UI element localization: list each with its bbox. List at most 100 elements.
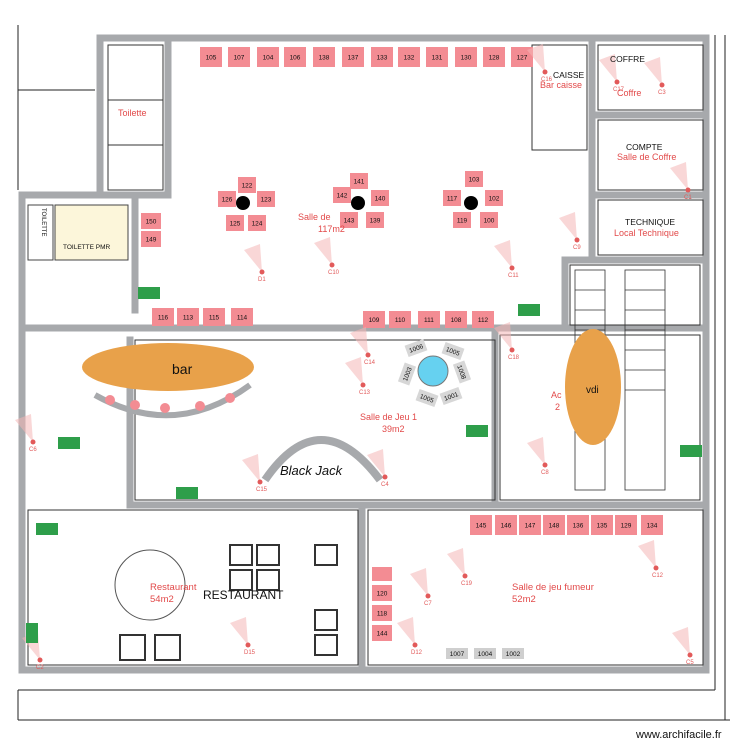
machine-number: 117 — [447, 196, 458, 203]
machine-number: 137 — [348, 55, 359, 62]
camera-icon: D15 — [230, 617, 256, 656]
label-area-52: 52m2 — [512, 594, 536, 605]
slot-machine: 126 — [218, 191, 236, 207]
machine-number: 128 — [489, 55, 500, 62]
slot-machine: 113 — [177, 308, 199, 326]
slot-machine: 105 — [200, 47, 222, 67]
camera-icon: D1 — [244, 244, 266, 283]
slot-machine: 116 — [152, 308, 174, 326]
exit-signs — [26, 287, 702, 643]
slot-machine: 1006 — [404, 338, 428, 358]
camera-icon: C18 — [494, 322, 520, 361]
machine-number: 104 — [263, 55, 274, 62]
slot-machine: 142 — [333, 187, 351, 203]
camera-label: C3 — [658, 90, 666, 96]
machine-number: 115 — [209, 315, 220, 322]
camera-icon: C12 — [638, 540, 664, 579]
slot-machine: 111 — [418, 311, 440, 328]
machine-number: 108 — [451, 317, 462, 324]
label-compte: COMPTE — [626, 142, 663, 152]
machine-number: 138 — [319, 55, 330, 62]
slot-machine: 1005 — [441, 341, 465, 361]
machine-number: 102 — [489, 196, 500, 203]
bar-counter — [82, 343, 254, 391]
camera-label: C11 — [508, 273, 519, 279]
slot-machine: 128 — [483, 47, 505, 67]
restaurant-round-table — [114, 549, 186, 621]
camera-label: C2 — [36, 665, 44, 671]
machine-number: 139 — [370, 218, 381, 225]
label-bar: bar — [172, 361, 193, 377]
machine-number: 106 — [290, 55, 301, 62]
cluster-mid-center — [351, 196, 365, 210]
slot-machine: 135 — [591, 515, 613, 535]
label-restaurant-red: Restaurant — [150, 582, 197, 593]
label-salle-fumeur: Salle de jeu fumeur — [512, 582, 594, 593]
machine-number: 1008 — [455, 364, 467, 380]
machine-number: 146 — [501, 523, 512, 530]
camera-icon: C8 — [527, 437, 549, 476]
label-vdi: vdi — [586, 385, 599, 396]
exit-sign-icon — [466, 425, 488, 437]
restaurant-tables — [119, 544, 338, 661]
slot-machine: 139 — [366, 212, 384, 228]
label-area-117: 117m2 — [318, 224, 345, 234]
camera-label: C12 — [652, 573, 664, 579]
slot-machine: 1003 — [397, 362, 417, 386]
label-area-2: 2 — [555, 402, 560, 412]
camera-label: D12 — [411, 650, 423, 656]
slot-machine: 138 — [313, 47, 335, 67]
machine-number: 134 — [647, 523, 658, 530]
camera-label: C8 — [541, 470, 549, 476]
label-coffre: COFFRE — [610, 54, 645, 64]
bar-stools — [105, 393, 235, 413]
machine-number: 1005 — [445, 346, 461, 358]
slot-machine: 1002 — [502, 648, 524, 659]
camera-label: C1 — [684, 195, 692, 201]
slot-machine: 149 — [141, 231, 161, 247]
slot-machine: 124 — [248, 215, 266, 231]
toilette-room — [27, 204, 54, 261]
camera-label: D15 — [244, 650, 256, 656]
camera-icon: C5 — [672, 627, 694, 666]
camera-icon: C19 — [447, 548, 473, 587]
machine-number: 116 — [158, 315, 169, 322]
slot-machine: 109 — [363, 311, 385, 328]
label-salle-jeu-1: Salle de Jeu 1 — [360, 412, 417, 422]
slot-machine: 146 — [495, 515, 517, 535]
camera-label: C4 — [381, 482, 389, 488]
camera-label: C17 — [613, 87, 625, 93]
slot-machine: 118 — [372, 605, 392, 621]
label-caisse: CAISSE — [553, 70, 585, 80]
machine-number: 149 — [146, 237, 157, 244]
slot-machine: 123 — [257, 191, 275, 207]
slot-machine: 134 — [641, 515, 663, 535]
slot-machine: 119 — [453, 212, 471, 228]
machine-number: 118 — [377, 611, 388, 618]
camera-icon: C10 — [314, 237, 340, 276]
machine-number: 133 — [377, 55, 388, 62]
cluster-right-center — [464, 196, 478, 210]
camera-label: C9 — [573, 245, 581, 251]
machine-number: 100 — [484, 218, 495, 225]
label-bar-caisse: Bar caisse — [540, 80, 582, 90]
camera-label: C14 — [364, 360, 376, 366]
vdi-zone — [565, 329, 621, 445]
slot-machine: 112 — [472, 311, 494, 328]
machine-number: 119 — [457, 218, 468, 225]
camera-icon: C13 — [345, 357, 371, 396]
camera-label: C5 — [686, 660, 694, 666]
slot-machine: 129 — [615, 515, 637, 535]
exit-sign-icon — [518, 304, 540, 316]
camera-icon: C7 — [410, 568, 432, 607]
camera-icon: C11 — [494, 240, 519, 279]
machine-number: 114 — [237, 315, 248, 322]
exit-sign-icon — [138, 287, 160, 299]
machine-number: 140 — [375, 196, 386, 203]
machine-number: 129 — [621, 523, 632, 530]
machine-number: 111 — [424, 317, 434, 324]
slot-machine: 1001 — [439, 386, 463, 406]
machine-number: 147 — [525, 523, 536, 530]
cluster-left-center — [236, 196, 250, 210]
slot-machine: 108 — [445, 311, 467, 328]
